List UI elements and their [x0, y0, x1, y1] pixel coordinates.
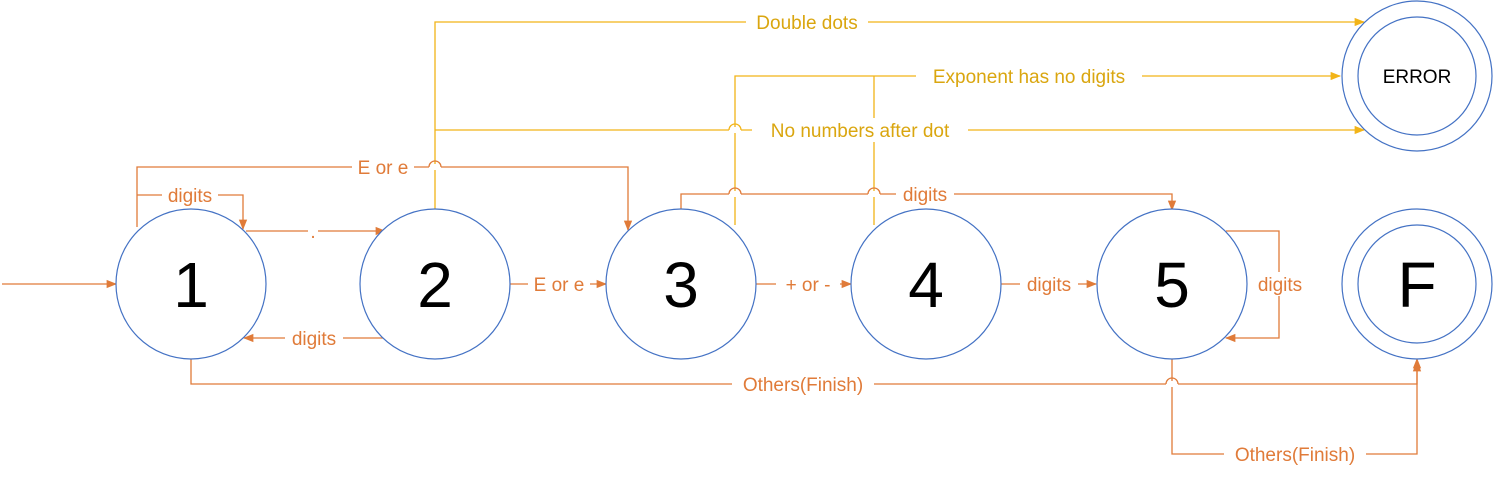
state-final-label: F: [1397, 249, 1436, 321]
edge-double-dots: [434, 17, 1366, 209]
label-digits-loop-5: digits: [1258, 275, 1302, 296]
label-no-numbers-after-dot: No numbers after dot: [771, 121, 950, 142]
label-double-dots: Double dots: [756, 13, 857, 34]
state-3-label: 3: [663, 249, 699, 321]
edge-others-5-f: [1171, 359, 1422, 455]
state-1-label: 1: [173, 249, 209, 321]
state-2-circle: [359, 208, 511, 360]
state-error-inner: [1357, 16, 1477, 136]
label-exponent-no-digits: Exponent has no digits: [933, 67, 1125, 88]
state-4-label: 4: [908, 249, 944, 321]
state-5-label: 5: [1154, 249, 1190, 321]
label-digits-3-5: digits: [903, 185, 947, 206]
state-3-circle: [605, 208, 757, 360]
label-sign-3-4: + or -: [786, 275, 831, 296]
state-2-label: 2: [417, 249, 453, 321]
label-others-5-f: Others(Finish): [1235, 445, 1355, 466]
state-1-circle: [115, 208, 267, 360]
state-5-circle: [1096, 208, 1248, 360]
label-e-2-3: E or e: [534, 275, 585, 296]
label-others-1-f: Others(Finish): [743, 375, 863, 396]
label-digits-4-5: digits: [1027, 275, 1071, 296]
state-error-label: ERROR: [1383, 67, 1452, 88]
label-dot-1-2: .: [310, 222, 315, 243]
edge-exponent-no-digits: [734, 71, 1342, 225]
label-digits-loop-1: digits: [168, 186, 212, 207]
state-4-circle: [850, 208, 1002, 360]
state-final-inner: [1357, 224, 1477, 344]
label-digits-2-1: digits: [292, 329, 336, 350]
label-e-1-3: E or e: [358, 158, 409, 179]
